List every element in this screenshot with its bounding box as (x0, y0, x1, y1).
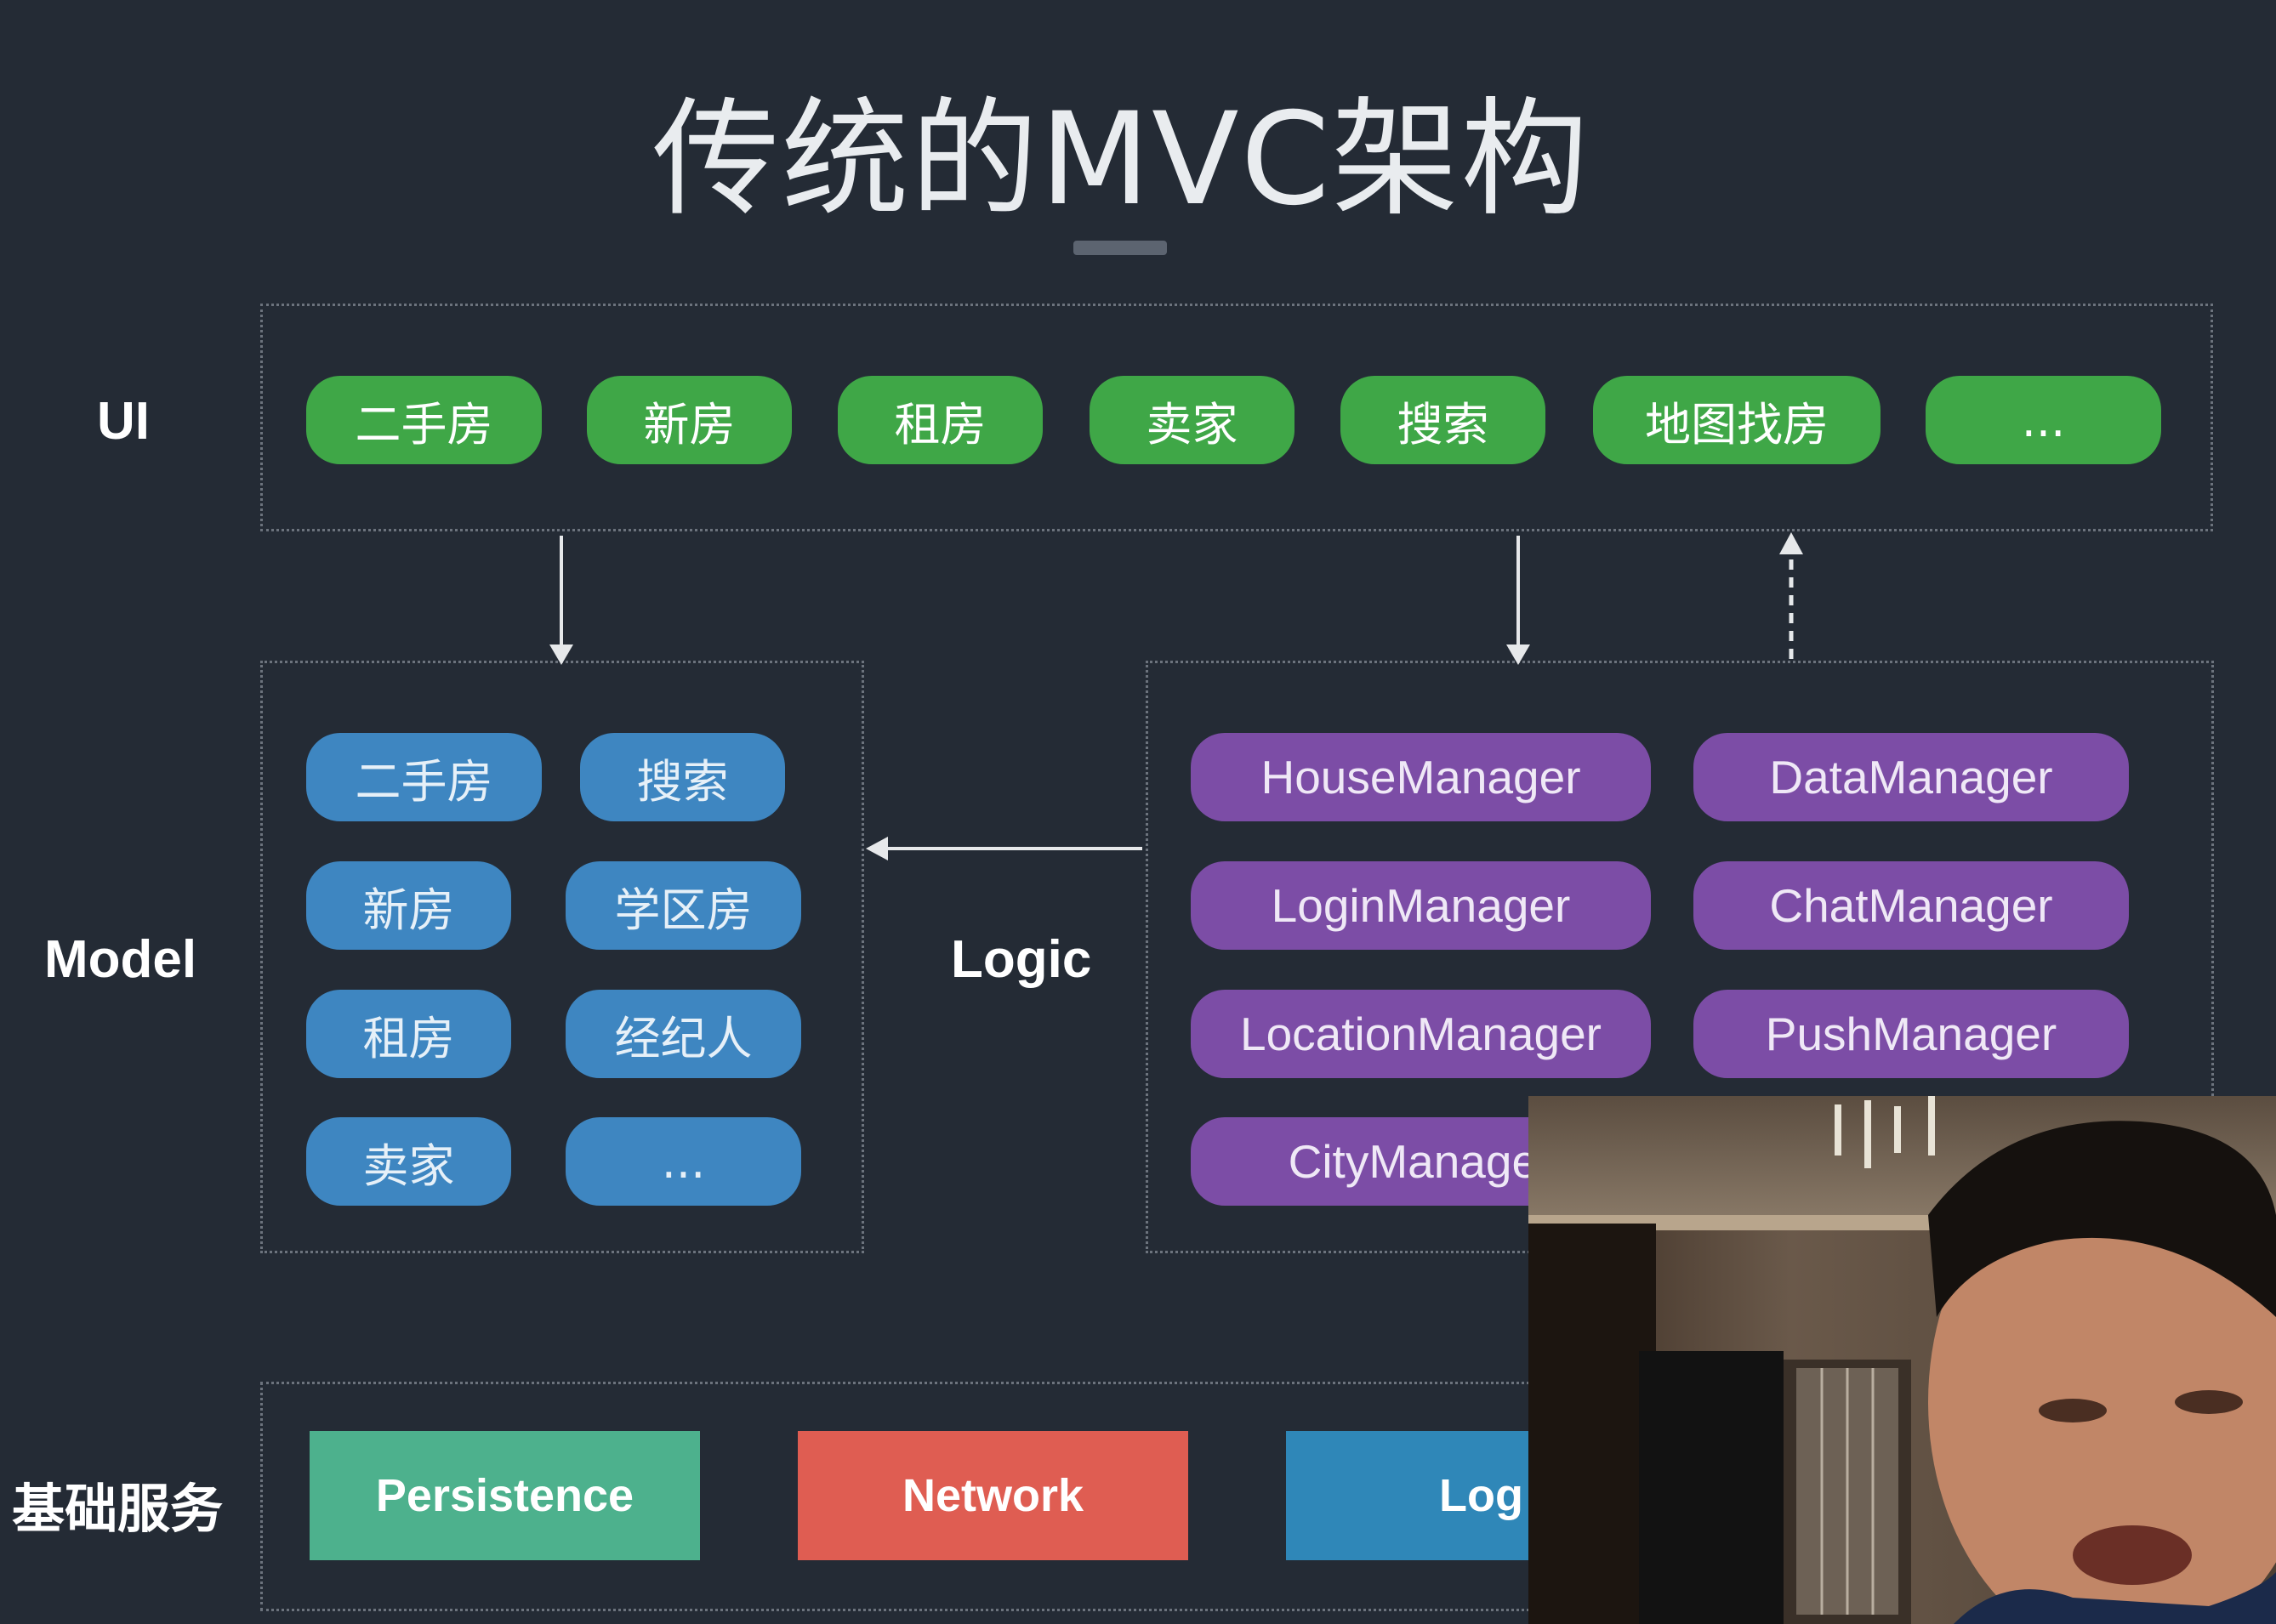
ui-module-search: 搜索 (1340, 376, 1545, 464)
logic-to-model-arrow (866, 837, 1142, 860)
ui-to-logic-arrow (1506, 536, 1530, 665)
ui-module-seller: 卖家 (1090, 376, 1294, 464)
model-layer-label: Model (44, 930, 197, 989)
ui-module-more: ... (1926, 376, 2161, 464)
ui-to-model-arrow (549, 536, 573, 665)
ui-module-second-hand: 二手房 (306, 376, 542, 464)
title-underline (1073, 241, 1167, 255)
ui-layer-label: UI (97, 392, 150, 451)
webcam-overlay (1528, 1096, 2276, 1624)
model-school-district: 学区房 (566, 861, 801, 950)
model-agent: 经纪人 (566, 990, 801, 1078)
ui-module-rent: 租房 (838, 376, 1043, 464)
logic-house-manager: HouseManager (1191, 733, 1651, 821)
slide-title: 传统的MVC架构 (652, 86, 1590, 234)
base-services-label: 基础服务 (12, 1480, 224, 1539)
logic-to-ui-notify-arrow (1779, 532, 1803, 659)
ui-module-map-search: 地图找房 (1593, 376, 1881, 464)
logic-data-manager: DataManager (1693, 733, 2129, 821)
logic-push-manager: PushManager (1693, 990, 2129, 1078)
ui-frame (260, 304, 2213, 531)
logic-location-manager: LocationManager (1191, 990, 1651, 1078)
model-new-house: 新房 (306, 861, 511, 950)
model-search: 搜索 (580, 733, 785, 821)
model-rent: 租房 (306, 990, 511, 1078)
logic-layer-label: Logic (951, 930, 1092, 989)
model-second-hand: 二手房 (306, 733, 542, 821)
network-service: Network (798, 1431, 1188, 1560)
ui-module-new-house: 新房 (587, 376, 792, 464)
model-seller: 卖家 (306, 1117, 511, 1206)
logic-chat-manager: ChatManager (1693, 861, 2129, 950)
persistence-service: Persistence (310, 1431, 700, 1560)
model-more: ... (566, 1117, 801, 1206)
logic-login-manager: LoginManager (1191, 861, 1651, 950)
presenter-video-frame (1528, 1096, 2276, 1624)
